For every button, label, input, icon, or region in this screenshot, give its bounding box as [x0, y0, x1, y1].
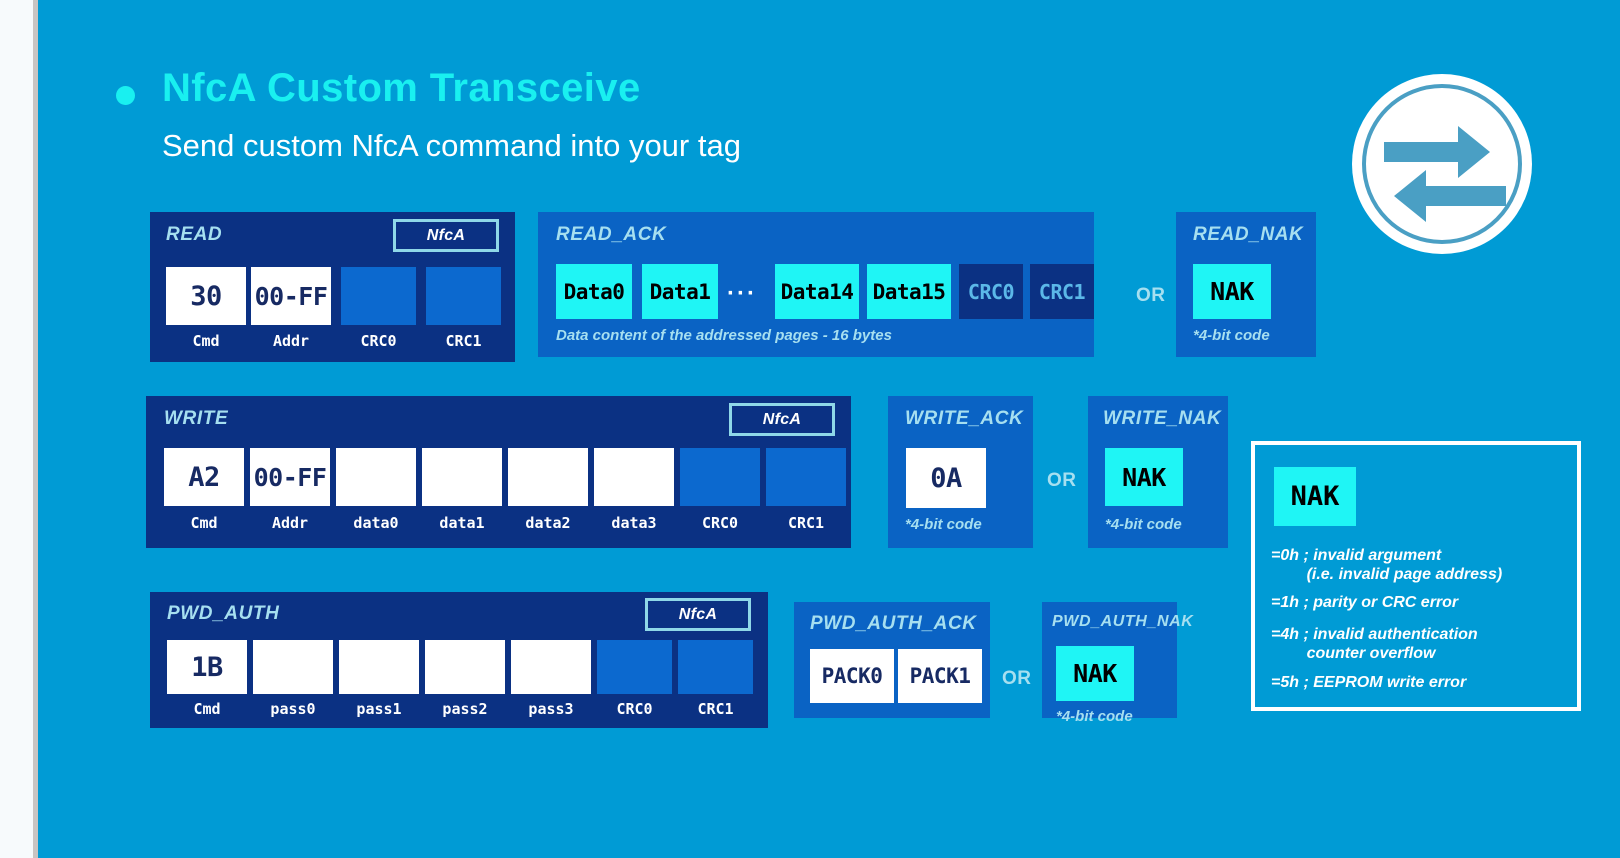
nak-legend-box: NAK =0h ; invalid argument (i.e. invalid…	[1251, 441, 1581, 711]
read-label-addr: Addr	[272, 332, 310, 350]
write-or-text: OR	[1047, 470, 1077, 491]
read-label-crc1: CRC1	[445, 332, 482, 350]
pwd-auth-nfca-badge: NfcA	[645, 598, 751, 631]
page-subtitle: Send custom NfcA command into your tag	[162, 128, 741, 163]
pwd-auth-nak-cell-nak: NAK	[1056, 646, 1134, 701]
pwd-auth-nak-caption: *4-bit code	[1056, 708, 1133, 725]
slide-canvas: NfcA Custom Transceive Send custom NfcA …	[38, 0, 1620, 858]
transceive-arrows-icon	[1350, 72, 1534, 256]
write-label-data0: data0	[353, 514, 399, 532]
pwd-auth-block: PWD_AUTH NfcA 1B Cmd pass0 pass1 pass2 p…	[150, 592, 768, 728]
read-ack-ellipsis: ···	[727, 280, 757, 307]
read-title: READ	[166, 224, 223, 245]
write-block: WRITE NfcA A2 00-FF Cmd Addr data0 data1…	[146, 396, 851, 548]
pwd-auth-cell-pass3	[511, 640, 591, 694]
pwd-auth-label-cmd: Cmd	[193, 700, 221, 718]
write-ack-cell-0a: 0A	[906, 448, 986, 508]
pwd-auth-ack-cell-pack0: PACK0	[810, 649, 894, 703]
read-nak-title: READ_NAK	[1193, 224, 1304, 245]
read-nak-cell-nak: NAK	[1193, 264, 1271, 319]
write-ack-title: WRITE_ACK	[905, 408, 1024, 429]
left-edge-rule	[33, 0, 38, 858]
pwd-auth-label-pass0: pass0	[270, 700, 316, 718]
read-nfca-badge: NfcA	[393, 219, 499, 252]
pwd-auth-cell-crc1	[678, 640, 753, 694]
pwd-auth-nak-block: PWD_AUTH_NAK NAK *4-bit code	[1042, 602, 1193, 725]
write-nak-caption: *4-bit code	[1105, 516, 1182, 533]
read-nak-caption: *4-bit code	[1193, 327, 1270, 344]
pwd-auth-cell-pass0	[253, 640, 333, 694]
write-label-addr: Addr	[271, 514, 309, 532]
write-cell-cmd: A2	[164, 448, 244, 506]
pwd-auth-ack-block: PWD_AUTH_ACK PACK0 PACK1	[794, 602, 990, 718]
read-cell-crc0	[341, 267, 416, 325]
write-cell-data0	[336, 448, 416, 506]
write-cell-data1	[422, 448, 502, 506]
pwd-auth-label-crc1: CRC1	[697, 700, 734, 718]
read-cell-addr: 00-FF	[251, 267, 331, 325]
read-ack-cell-data14: Data14	[775, 264, 859, 319]
read-label-cmd: Cmd	[192, 332, 220, 350]
nak-legend-row-1h: =1h ; parity or CRC error	[1271, 594, 1459, 611]
read-nak-block: READ_NAK NAK *4-bit code	[1176, 212, 1316, 357]
pwd-auth-cell-pass1	[339, 640, 419, 694]
read-ack-caption: Data content of the addressed pages - 16…	[556, 327, 892, 344]
pwd-auth-cell-crc0	[597, 640, 672, 694]
write-label-cmd: Cmd	[190, 514, 218, 532]
read-ack-cell-crc1: CRC1	[1030, 264, 1094, 319]
write-nfca-badge: NfcA	[729, 403, 835, 436]
pwd-auth-or-text: OR	[1002, 668, 1032, 689]
write-cell-crc0	[680, 448, 760, 506]
write-nak-title: WRITE_NAK	[1103, 408, 1222, 429]
write-label-data3: data3	[611, 514, 657, 532]
pwd-auth-ack-cell-pack1: PACK1	[898, 649, 982, 703]
read-label-crc0: CRC0	[360, 332, 397, 350]
pwd-auth-nak-title: PWD_AUTH_NAK	[1052, 613, 1194, 630]
pwd-auth-label-pass1: pass1	[356, 700, 402, 718]
read-or-text: OR	[1136, 285, 1166, 306]
write-label-crc1: CRC1	[787, 514, 825, 532]
bullet-dot-icon	[116, 86, 135, 105]
pwd-auth-label-pass3: pass3	[528, 700, 574, 718]
write-ack-block: WRITE_ACK 0A *4-bit code	[888, 396, 1033, 548]
write-nak-cell-nak: NAK	[1105, 448, 1183, 506]
page-title: NfcA Custom Transceive	[162, 66, 641, 110]
write-cell-crc1	[766, 448, 846, 506]
read-cell-crc1	[426, 267, 501, 325]
read-ack-cell-crc0: CRC0	[959, 264, 1023, 319]
write-label-data1: data1	[439, 514, 485, 532]
read-ack-block: READ_ACK Data0 Data1 ··· Data14 Data15 C…	[538, 212, 1094, 357]
read-ack-title: READ_ACK	[556, 224, 667, 245]
read-ack-cell-data0: Data0	[556, 264, 632, 319]
nak-legend-chip: NAK	[1274, 467, 1356, 526]
nak-legend-row-5h: =5h ; EEPROM write error	[1271, 674, 1467, 691]
pwd-auth-label-crc0: CRC0	[616, 700, 653, 718]
pwd-auth-cell-pass2	[425, 640, 505, 694]
pwd-auth-label-pass2: pass2	[442, 700, 488, 718]
read-ack-cell-data1: Data1	[642, 264, 718, 319]
pwd-auth-cell-cmd: 1B	[167, 640, 247, 694]
write-title: WRITE	[164, 408, 229, 429]
read-cell-cmd: 30	[166, 267, 246, 325]
write-label-data2: data2	[525, 514, 571, 532]
pwd-auth-ack-title: PWD_AUTH_ACK	[810, 613, 977, 634]
write-nak-block: WRITE_NAK NAK *4-bit code	[1088, 396, 1228, 548]
read-ack-cell-data15: Data15	[867, 264, 951, 319]
write-cell-addr: 00-FF	[250, 448, 330, 506]
pwd-auth-title: PWD_AUTH	[167, 603, 280, 624]
write-cell-data3	[594, 448, 674, 506]
write-ack-caption: *4-bit code	[905, 516, 982, 533]
nak-legend-row-0h: =0h ; invalid argument (i.e. invalid pag…	[1271, 547, 1503, 583]
nak-legend-row-4h: =4h ; invalid authentication counter ove…	[1271, 626, 1478, 662]
write-cell-data2	[508, 448, 588, 506]
read-block: READ NfcA 30 00-FF Cmd Addr CRC0 CRC1	[150, 212, 515, 362]
write-label-crc0: CRC0	[701, 514, 739, 532]
